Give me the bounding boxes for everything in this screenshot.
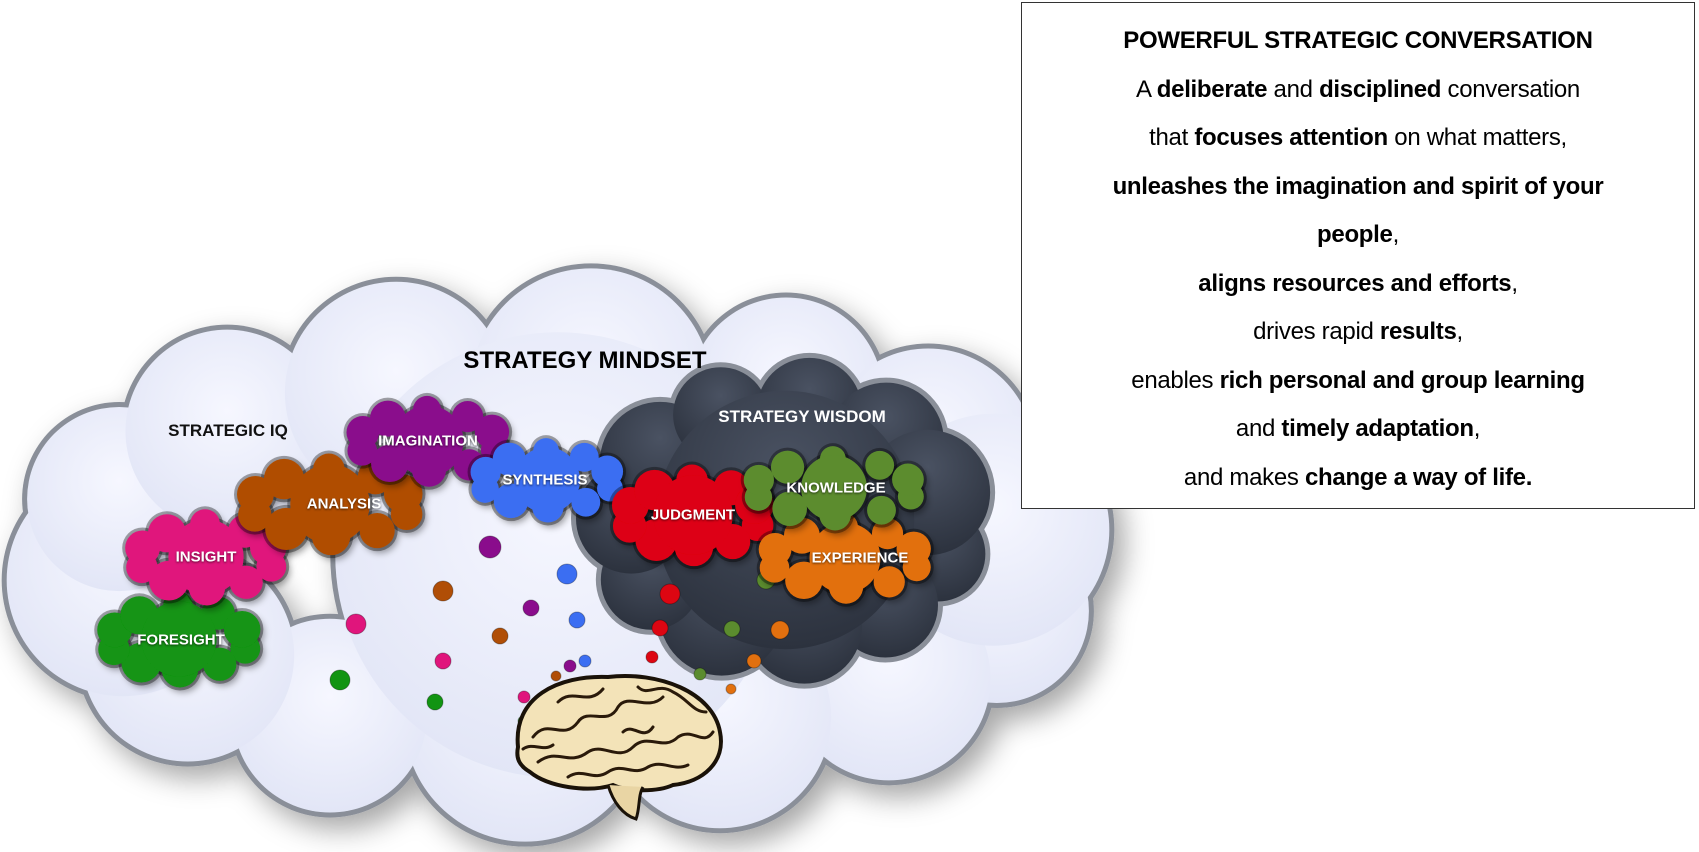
skill-clouds: [94, 392, 934, 691]
strategy-wisdom-label: STRATEGY WISDOM: [718, 407, 886, 426]
thought-bubble-dot: [563, 659, 577, 673]
thought-bubble-dot: [434, 652, 452, 670]
thought-bubble-dot: [517, 690, 531, 704]
textbox-line: and timely adaptation,: [1022, 405, 1694, 454]
thought-bubble-dot: [345, 613, 367, 635]
knowledge-label: KNOWLEDGE: [786, 479, 886, 497]
textbox-segment: focuses attention: [1194, 124, 1388, 151]
skill-cloud-knowledge: [740, 443, 927, 534]
textbox-segment: enables: [1131, 366, 1220, 394]
imagination-label: IMAGINATION: [378, 432, 478, 450]
thought-bubble-dot: [568, 611, 586, 629]
textbox-segment: rich personal and group learning: [1219, 366, 1585, 394]
textbox-segment: that: [1149, 124, 1195, 151]
strategy-mindset-title: STRATEGY MINDSET: [463, 347, 707, 374]
textbox-segment: ,: [1392, 221, 1400, 248]
thought-bubble-dot: [522, 599, 540, 617]
textbox-segment: drives rapid: [1253, 318, 1380, 345]
synthesis-label: SYNTHESIS: [502, 471, 588, 489]
textbox-segment: aligns resources and efforts: [1198, 269, 1512, 297]
skill-cloud-foresight: [94, 588, 264, 691]
textbox-line: drives rapid results,: [1022, 308, 1694, 357]
textbox-line: people,: [1022, 211, 1694, 260]
thought-bubble-dot: [746, 653, 762, 669]
thought-bubble-dot: [770, 620, 790, 640]
analysis-label: ANALYSIS: [306, 495, 382, 513]
textbox-segment: and: [1235, 415, 1282, 442]
judgment-label: JUDGMENT: [650, 506, 736, 524]
skill-cloud-synthesis: [467, 435, 627, 526]
textbox-line: A deliberate and disciplined conversatio…: [1022, 66, 1694, 115]
thought-bubble-dot: [550, 670, 562, 682]
thought-bubble-dot: [329, 669, 351, 691]
textbox-segment: ,: [1473, 415, 1481, 442]
thought-bubble-dot: [659, 583, 681, 605]
experience-label: EXPERIENCE: [811, 549, 909, 567]
thought-bubble-dot: [432, 580, 454, 602]
textbox-segment: deliberate: [1156, 75, 1268, 103]
thought-bubble-dot: [645, 650, 659, 664]
textbox-segment: ,: [1456, 318, 1464, 345]
textbox-segment: timely adaptation: [1281, 415, 1474, 442]
thought-bubble-dot: [426, 693, 444, 711]
thought-bubble-dot: [723, 620, 741, 638]
thought-bubble-dot: [491, 627, 509, 645]
skill-cloud-experience: [755, 509, 934, 607]
textbox-segment: and makes: [1183, 463, 1305, 491]
textbox-line: that focuses attention on what matters,: [1022, 114, 1694, 163]
textbox-segment: unleashes the imagination and spirit of …: [1112, 172, 1604, 200]
textbox-segment: results: [1379, 318, 1457, 345]
textbox-segment: conversation: [1441, 75, 1580, 103]
thought-bubble-dot: [556, 563, 578, 585]
brain-icon: [515, 674, 723, 821]
powerful-strategic-conversation-box: POWERFUL STRATEGIC CONVERSATION A delibe…: [1021, 2, 1695, 509]
textbox-segment: people: [1317, 221, 1393, 248]
textbox-line: aligns resources and efforts,: [1022, 260, 1694, 309]
insight-label: INSIGHT: [175, 548, 237, 566]
textbox-segment: A: [1136, 75, 1157, 103]
thought-bubble-dot: [478, 535, 502, 559]
thought-bubble-dot: [693, 667, 707, 681]
textbox-segment: and: [1267, 75, 1320, 103]
textbox-segment: change a way of life.: [1304, 463, 1533, 491]
textbox-segment: disciplined: [1319, 75, 1442, 103]
strategic-iq-label: STRATEGIC IQ: [168, 421, 288, 440]
textbox-line: unleashes the imagination and spirit of …: [1022, 163, 1694, 212]
thought-bubble-dot: [651, 619, 669, 637]
textbox-title: POWERFUL STRATEGIC CONVERSATION: [1123, 27, 1593, 54]
thought-bubble-dot: [578, 654, 592, 668]
textbox-line: enables rich personal and group learning: [1022, 357, 1694, 406]
textbox-segment: ,: [1511, 269, 1518, 297]
textbox-line: and makes change a way of life.: [1022, 454, 1694, 503]
thought-bubble-dot: [725, 683, 737, 695]
textbox-segment: on what matters,: [1387, 124, 1567, 151]
foresight-label: FORESIGHT: [137, 631, 225, 649]
skill-cloud-insight: [122, 506, 290, 609]
